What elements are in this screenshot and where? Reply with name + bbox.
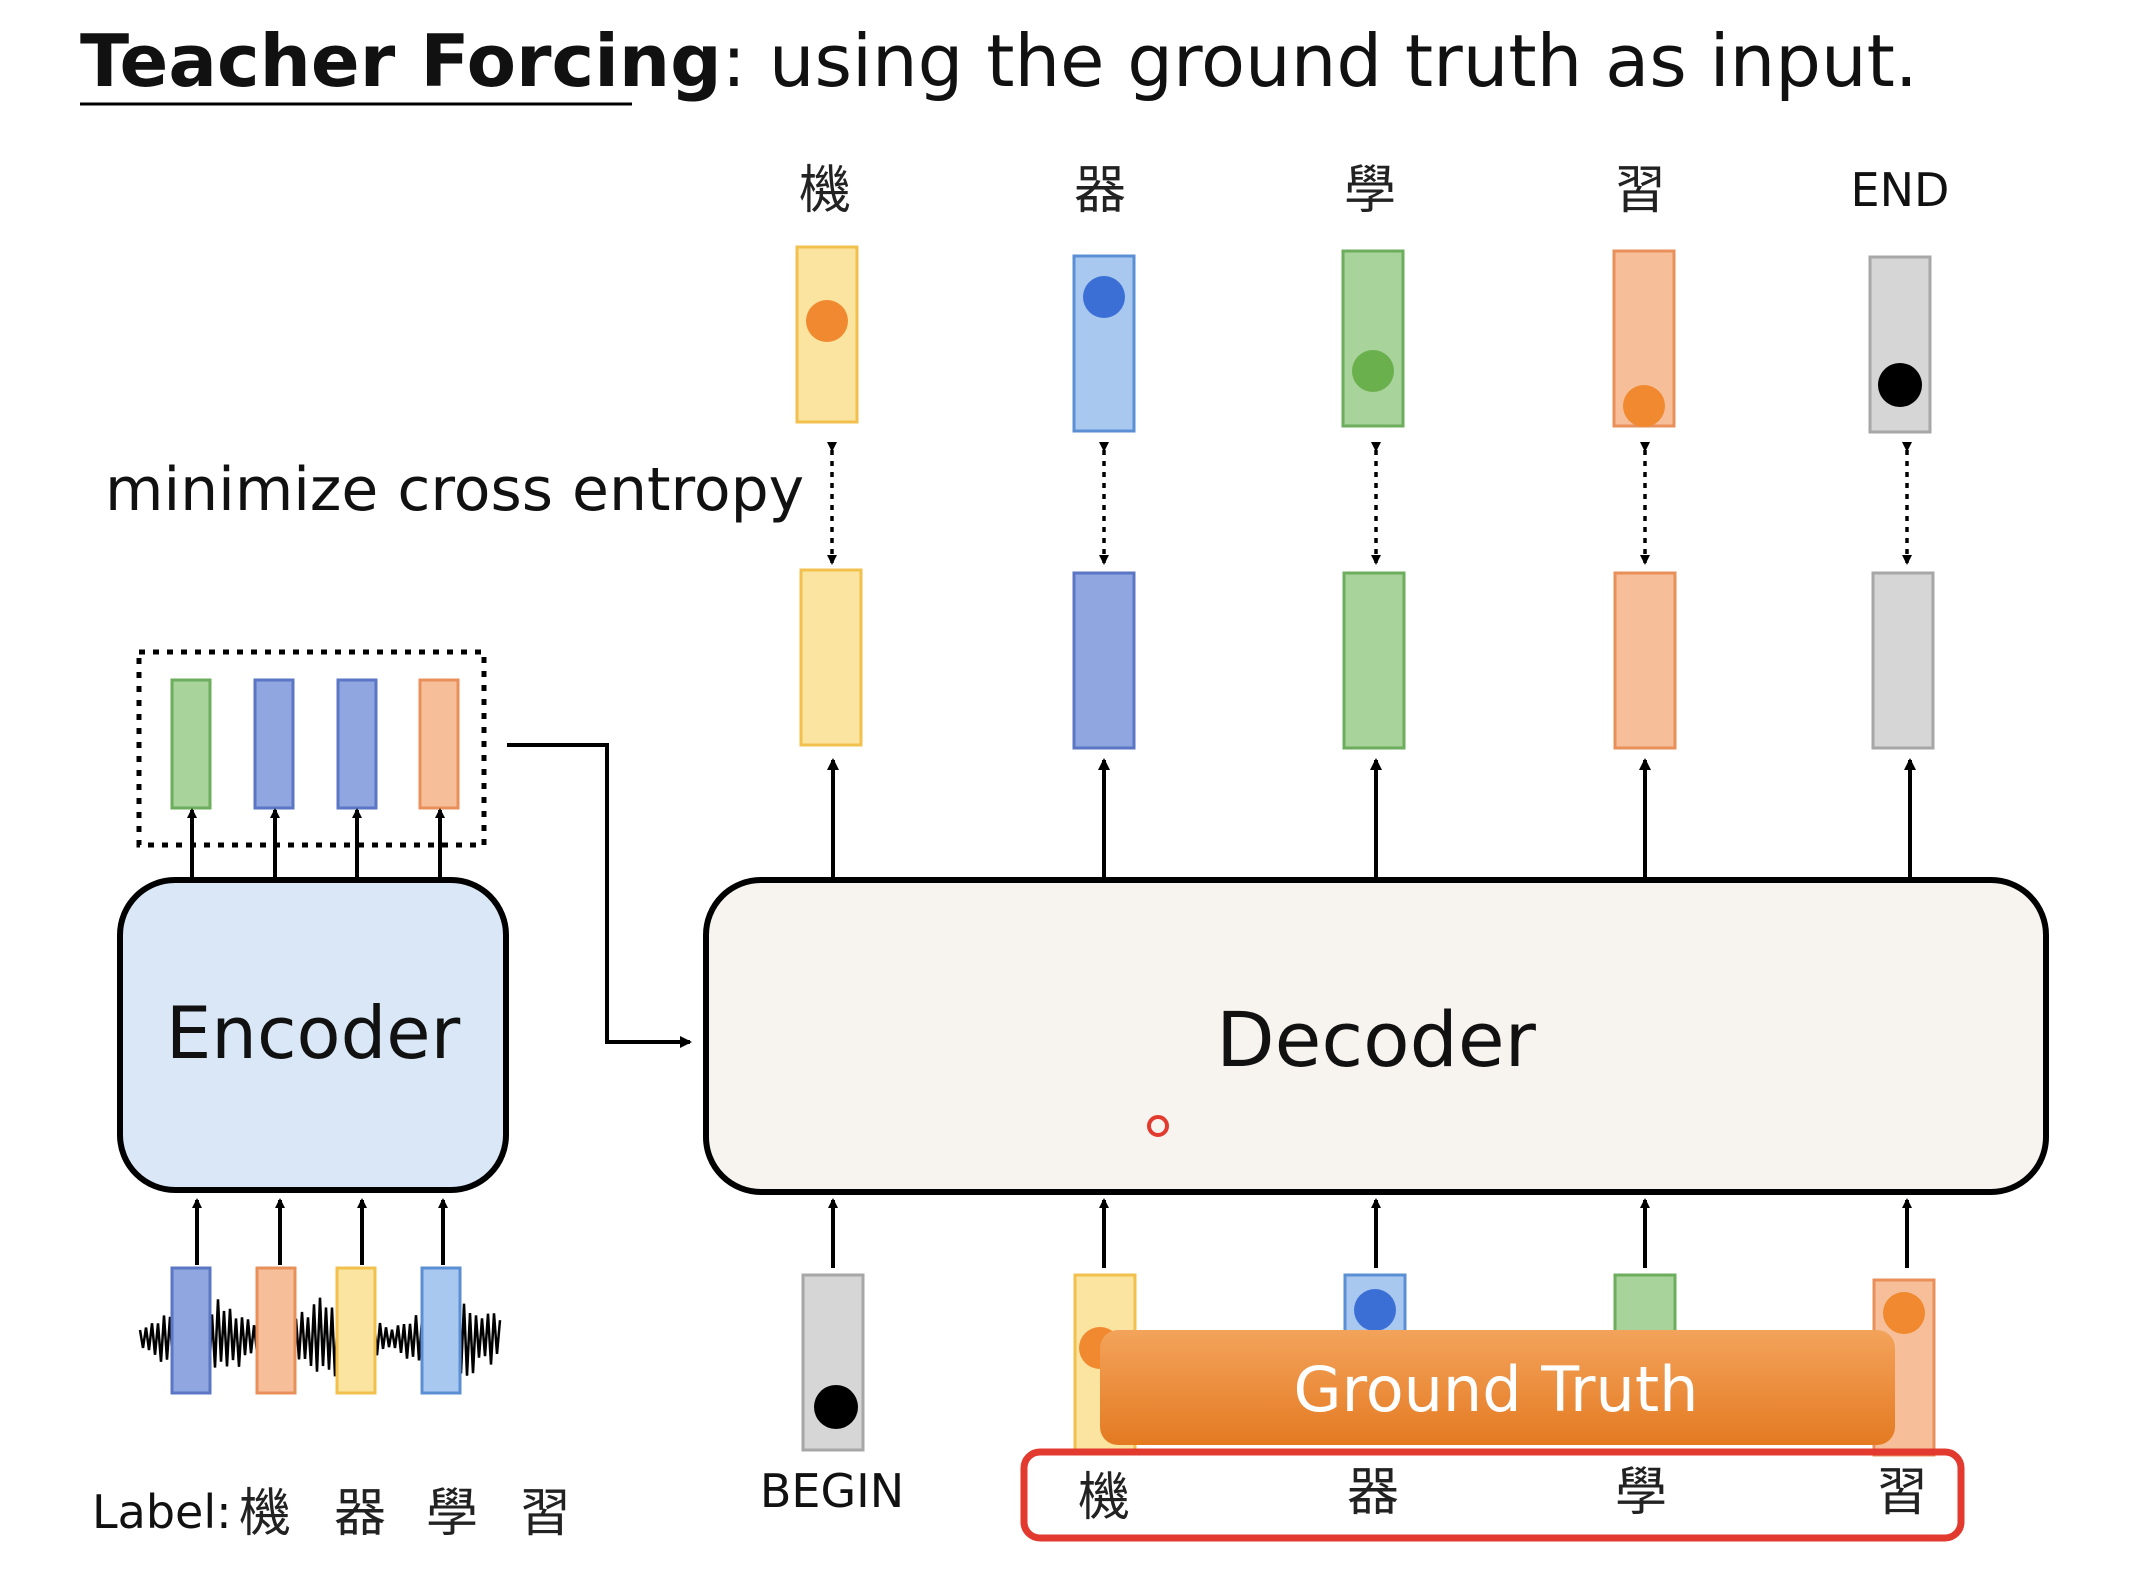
- label-char-3: 學: [426, 1484, 478, 1544]
- target-vectors: [795, 245, 1932, 434]
- target-dot-end: [1878, 363, 1922, 407]
- input-dot-4: [1883, 1292, 1925, 1334]
- begin-dot: [814, 1385, 858, 1429]
- gt-char-3: 學: [1615, 1463, 1667, 1523]
- target-dot-4: [1623, 385, 1665, 427]
- decoder-label: Decoder: [1216, 995, 1537, 1084]
- label-char-2: 器: [334, 1484, 386, 1544]
- cross-entropy-arrows: [827, 442, 1912, 565]
- output-dist-4: [1613, 571, 1677, 750]
- target-dot-1: [806, 300, 848, 342]
- ground-truth-label: Ground Truth: [1294, 1353, 1699, 1426]
- acoustic-vector-3: [335, 1266, 377, 1395]
- encoder-output-box: [136, 649, 487, 848]
- decoder-outputs: [799, 568, 1935, 750]
- output-char-1: 機: [799, 161, 851, 221]
- encoder-block: [117, 877, 509, 1193]
- decoder-up-arrows: [827, 758, 1916, 878]
- encoder-input-arrows: [192, 1198, 448, 1265]
- target-dot-2: [1083, 276, 1125, 318]
- title-bold: Teacher Forcing: [80, 19, 722, 103]
- gt-char-4: 習: [1876, 1463, 1928, 1523]
- title: Teacher Forcing: using the ground truth …: [80, 19, 1918, 103]
- gt-char-1: 機: [1078, 1468, 1130, 1528]
- output-char-2: 器: [1074, 161, 1126, 221]
- target-vector-3: [1341, 249, 1405, 428]
- output-dist-1: [799, 568, 863, 747]
- output-end: END: [1851, 163, 1950, 217]
- target-dot-3: [1352, 350, 1394, 392]
- acoustic-vector-2: [255, 1266, 297, 1395]
- output-dist-3: [1342, 571, 1406, 750]
- label-char-4: 習: [519, 1484, 571, 1544]
- label-char-1: 機: [239, 1484, 291, 1544]
- enc-out-vector-4: [418, 678, 460, 810]
- label-prefix: Label:: [92, 1485, 232, 1539]
- output-dist-end: [1871, 571, 1935, 750]
- enc-out-vector-3: [336, 678, 378, 810]
- title-rest: : using the ground truth as input.: [722, 19, 1918, 103]
- output-char-4: 習: [1614, 161, 1666, 221]
- ground-truth-banner: [1100, 1330, 1895, 1445]
- acoustic-vector-1: [170, 1266, 212, 1395]
- loss-label: minimize cross entropy: [105, 455, 804, 525]
- enc-out-vector-1: [170, 678, 212, 810]
- decoder-input-arrows: [828, 1198, 1912, 1268]
- begin-label: BEGIN: [760, 1464, 904, 1518]
- input-dot-2: [1354, 1289, 1396, 1331]
- encoder-to-decoder-arrow: [507, 743, 692, 1048]
- gt-char-2: 器: [1347, 1463, 1399, 1523]
- encoder-up-arrows: [187, 808, 445, 880]
- enc-out-vector-2: [253, 678, 295, 810]
- input-vector-3: [1613, 1273, 1677, 1337]
- pointer-cursor-icon: [1147, 1115, 1169, 1137]
- output-dist-2: [1072, 571, 1136, 750]
- output-char-3: 學: [1344, 161, 1396, 221]
- ground-truth-highlight-box: [1020, 1448, 1965, 1542]
- acoustic-feature-vectors: [170, 1266, 462, 1395]
- encoder-output-vectors: [170, 678, 460, 810]
- acoustic-vector-4: [420, 1266, 462, 1395]
- decoder-block: [703, 877, 2049, 1195]
- encoder-label: Encoder: [166, 991, 461, 1075]
